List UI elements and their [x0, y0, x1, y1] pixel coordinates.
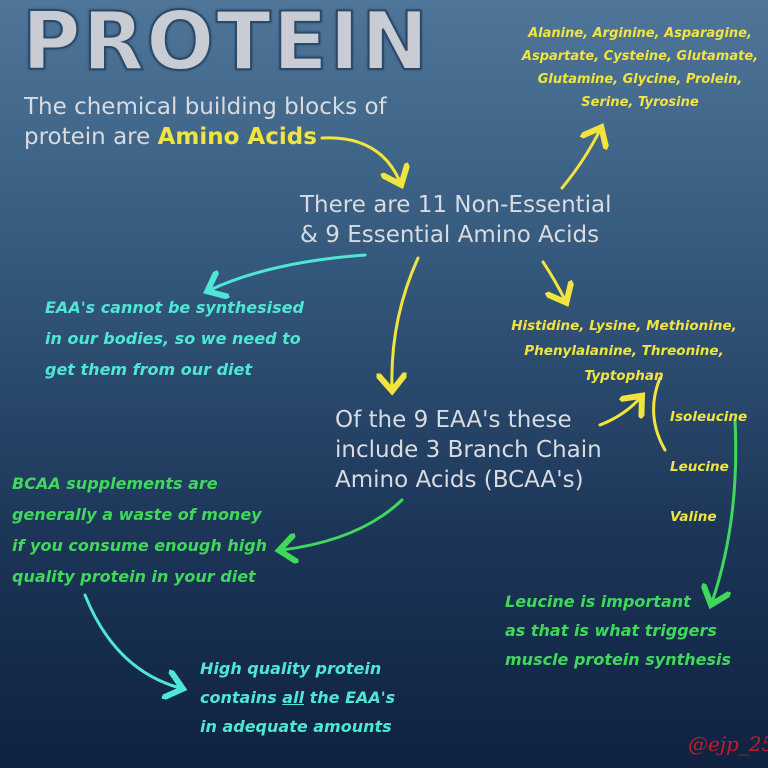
arrow-to-nonessential	[560, 130, 600, 190]
arrow-to-bcaa-list	[598, 398, 640, 427]
high-quality-note: High quality protein contains all the EA…	[200, 659, 396, 736]
arrow-to-high-quality	[83, 593, 180, 688]
bcaa-bracket	[652, 376, 667, 452]
eaa-note: EAA's cannot be synthesised in our bodie…	[45, 298, 304, 379]
essential-list: Histidine, Lysine, Methionine, Phenylala…	[511, 318, 737, 384]
bcaa-item: Leucine	[670, 459, 729, 475]
bcaa-item: Valine	[670, 509, 717, 525]
bcaa-list: Isoleucine Leucine Valine	[670, 380, 747, 555]
watermark-signature: @ejp_25	[688, 732, 768, 756]
arrow-to-essential	[541, 260, 565, 300]
bcaa-supplements-note: BCAA supplements are generally a waste o…	[12, 474, 268, 586]
bcaa-item: Isoleucine	[670, 409, 748, 425]
amino-acid-count: There are 11 Non-Essential & 9 Essential…	[300, 192, 612, 248]
amino-acids-highlight: Amino Acids	[157, 124, 317, 150]
intro-text: The chemical building blocks of protein …	[24, 94, 387, 150]
non-essential-list: Alanine, Arginine, Asparagine, Aspartate…	[521, 26, 759, 110]
page-title: PROTEIN	[21, 0, 431, 88]
leucine-note: Leucine is important as that is what tri…	[505, 592, 732, 669]
arrow-to-bcaa-intro	[392, 256, 420, 388]
bcaa-intro: Of the 9 EAA's these include 3 Branch Ch…	[335, 407, 602, 493]
arrow-intro-to-center	[320, 136, 400, 182]
arrow-to-eaa-note	[210, 253, 367, 290]
arrow-to-supplements	[282, 498, 404, 550]
arrow-to-leucine-note	[712, 418, 738, 602]
